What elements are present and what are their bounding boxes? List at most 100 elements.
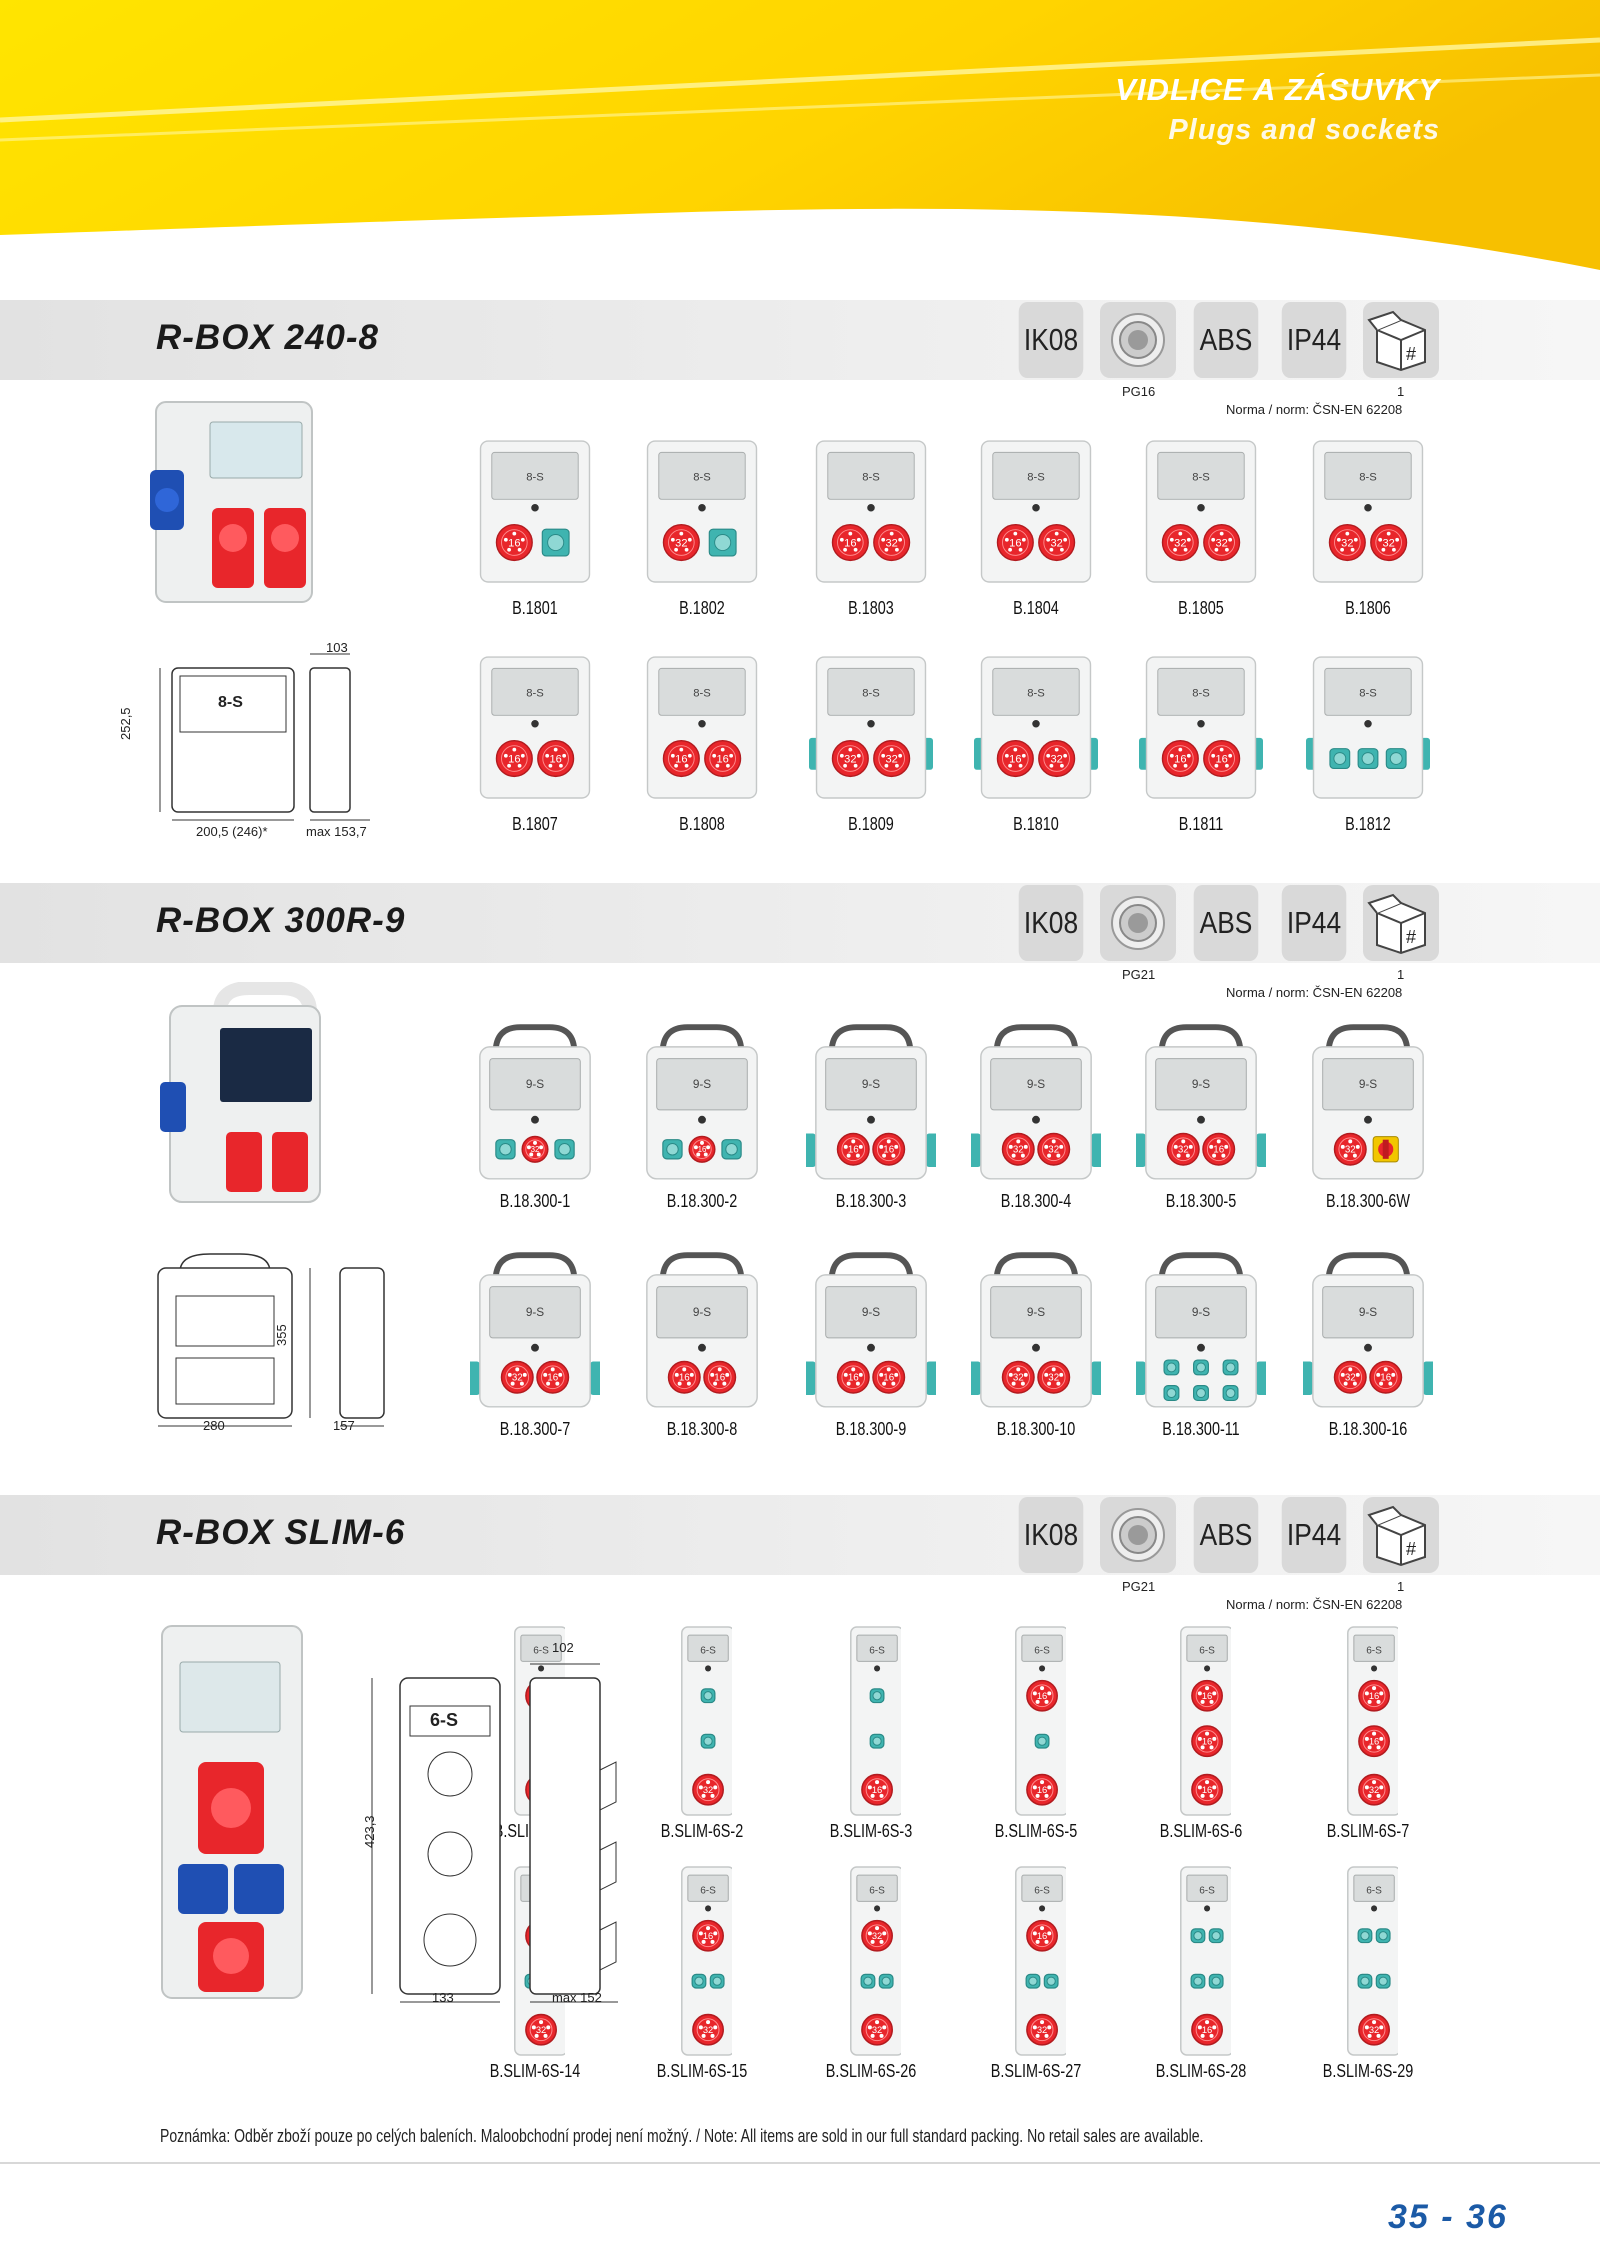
product-svg: 6-S 16 xyxy=(1180,1866,1235,2056)
socket-rating-label: 32 xyxy=(1013,1145,1024,1156)
product-card[interactable]: 6-S 16 xyxy=(841,1625,905,1817)
breaker-label: 9-S xyxy=(1359,1305,1377,1319)
package-box-icon: # xyxy=(1367,1505,1426,1567)
enclosure-photo-icon xyxy=(161,1625,303,1999)
product-card[interactable]: 6-S 16 xyxy=(1171,1865,1235,2057)
product-svg: 8-S32 xyxy=(646,440,758,583)
gland-size-label: PG21 xyxy=(1122,1579,1156,1594)
product-image: 6-S32 xyxy=(681,1626,736,1816)
breaker-label: 6-S xyxy=(869,1645,885,1656)
gland-size-label: PG21 xyxy=(1122,967,1156,982)
socket-rating-label: 16 xyxy=(872,1784,882,1795)
badge-ip: IP44 xyxy=(1281,302,1347,378)
socket-rating-label: 32 xyxy=(1383,537,1395,549)
package-box-icon: # xyxy=(1367,310,1426,372)
socket-rating-label: 32 xyxy=(1037,2024,1047,2035)
breaker-label: 8-S xyxy=(218,694,243,711)
badge-ik: IK08 xyxy=(1018,302,1084,378)
dim-depth: 102 xyxy=(552,1640,574,1655)
socket-rating-label: 32 xyxy=(703,1784,713,1795)
socket-rating-label: 16 xyxy=(1174,753,1186,765)
socket-rating-label: 16 xyxy=(1380,1373,1391,1384)
product-code: B.1808 xyxy=(679,814,725,834)
norm-label: Norma / norm: ČSN-EN 62208 xyxy=(1226,1597,1403,1612)
socket-rating-label: 16 xyxy=(1202,2024,1212,2035)
badge-gland xyxy=(1100,885,1176,961)
badge-gland xyxy=(1100,1497,1176,1573)
product-image: 8-S xyxy=(1306,656,1430,799)
product-code: B.SLIM-6S-6 xyxy=(1159,1821,1243,1841)
socket-rating-label: 16 xyxy=(714,1373,725,1384)
norm-label: Norma / norm: ČSN-EN 62208 xyxy=(1226,985,1403,1000)
product-code: B.1806 xyxy=(1345,598,1391,618)
product-card[interactable]: 9-S 32 16 xyxy=(1299,1249,1437,1411)
breaker-label: 6-S xyxy=(1199,1885,1215,1896)
product-code: B.1803 xyxy=(848,598,894,618)
socket-rating-label: 32 xyxy=(1216,537,1228,549)
product-photo xyxy=(150,398,320,606)
product-code: B.SLIM-6S-29 xyxy=(1322,2061,1414,2081)
socket-rating-label: 16 xyxy=(717,753,729,765)
socket-rating-label: 16 xyxy=(1202,1784,1212,1795)
header-background xyxy=(0,0,1600,270)
badge-abs: ABS xyxy=(1193,1497,1259,1573)
footer-rule xyxy=(0,2162,1600,2164)
badge-ip: IP44 xyxy=(1281,885,1347,961)
breaker-label: 8-S xyxy=(693,688,711,700)
socket-rating-label: 16 xyxy=(1037,1784,1047,1795)
product-code: B.SLIM-6S-2 xyxy=(660,1821,744,1841)
socket-rating-label: 32 xyxy=(1369,1784,1379,1795)
breaker-label: 8-S xyxy=(1192,472,1210,484)
product-card[interactable]: 9-S xyxy=(1132,1249,1270,1411)
dim-depth: 103 xyxy=(326,640,348,655)
product-code: B.18.300-11 xyxy=(1162,1419,1240,1439)
dimension-drawing-icon xyxy=(371,1663,618,2003)
socket-rating-label: 32 xyxy=(886,537,898,549)
product-card[interactable]: 8-S xyxy=(1306,650,1430,806)
box-symbol: # xyxy=(1406,927,1416,947)
badge-ik: IK08 xyxy=(1018,885,1084,961)
socket-rating-label: 32 xyxy=(1345,1373,1356,1384)
socket-rating-label: 32 xyxy=(536,2024,546,2035)
socket-rating-label: 16 xyxy=(1369,1736,1379,1747)
